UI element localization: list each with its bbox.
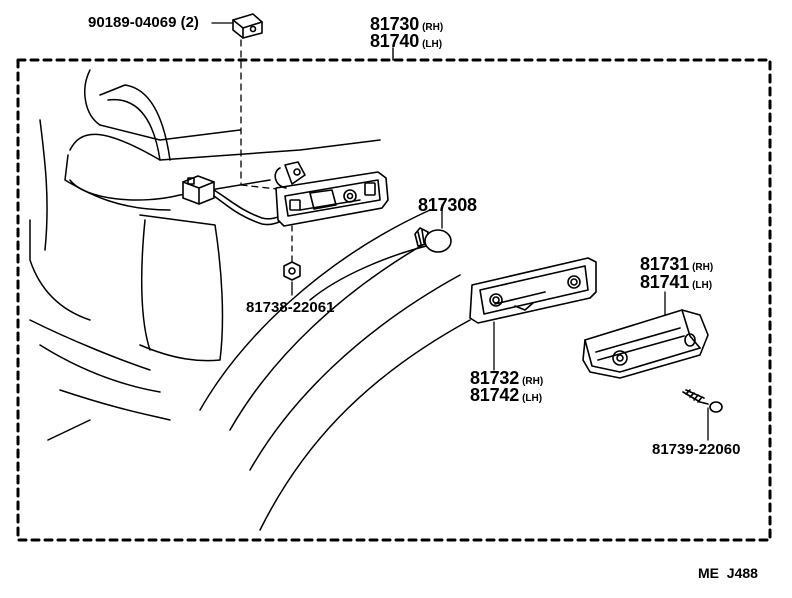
part-number: 81731 <box>640 254 690 274</box>
part-quantity: (2) <box>180 14 199 31</box>
part-side: (LH) <box>522 393 543 404</box>
label-81740: 81740(LH) <box>370 32 442 51</box>
part-number: 81732 <box>470 368 520 388</box>
label-817308: 817308 <box>418 195 477 215</box>
bolt-90189-icon <box>212 14 262 38</box>
assembly-boundary <box>18 60 770 540</box>
lamp-lens-icon <box>583 292 708 378</box>
part-number: 81730 <box>370 14 420 34</box>
label-81732: 81732(RH) <box>470 369 543 388</box>
part-side: (LH) <box>422 39 443 50</box>
label-81731: 81731(RH) <box>640 255 713 274</box>
label-81739: 81739-22060 <box>652 441 741 458</box>
lamp-housing-icon <box>275 162 388 226</box>
label-81741: 81741(LH) <box>640 273 712 292</box>
grommet-icon <box>284 262 300 295</box>
part-number: 81742 <box>470 385 520 405</box>
part-side: (RH) <box>692 262 714 273</box>
label-81730: 81730(RH) <box>370 15 443 34</box>
part-side: (RH) <box>522 376 544 387</box>
label-81738: 81738-22061 <box>246 299 335 316</box>
bulb-icon <box>415 205 451 252</box>
vehicle-body-outline <box>30 70 470 530</box>
part-side: (RH) <box>422 22 444 33</box>
diagram-code: ME J488 <box>698 565 758 581</box>
wire-connector-icon <box>183 176 288 225</box>
screw-icon <box>683 390 722 440</box>
part-number: 81741 <box>640 272 690 292</box>
label-81742: 81742(LH) <box>470 386 542 405</box>
part-number: 81740 <box>370 31 420 51</box>
part-number: 90189-04069 <box>88 14 177 31</box>
part-side: (LH) <box>692 280 713 291</box>
gasket-icon <box>470 258 596 370</box>
label-90189: 90189-04069 (2) <box>88 15 199 30</box>
